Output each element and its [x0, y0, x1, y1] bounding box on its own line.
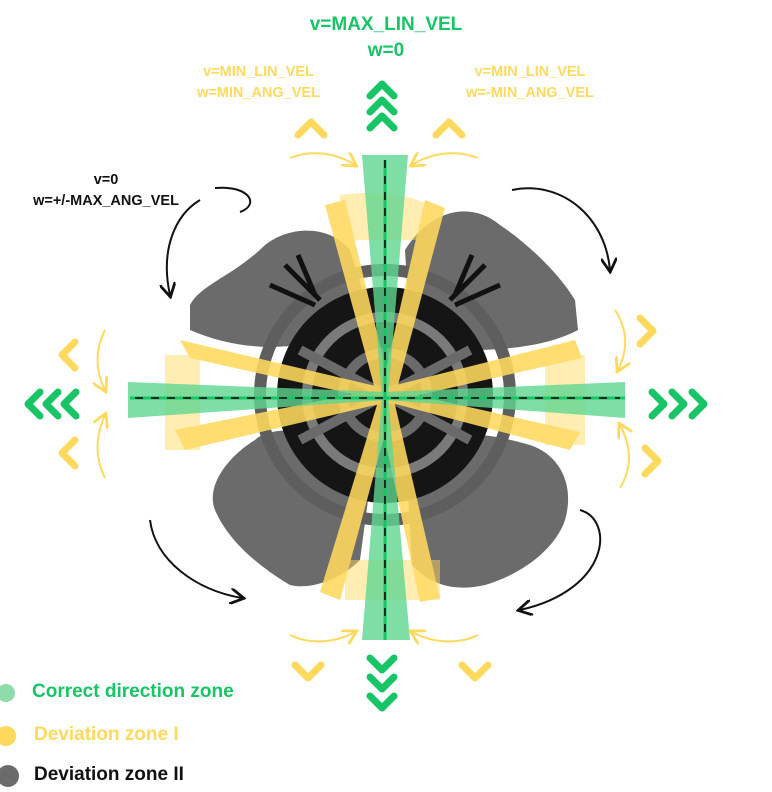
- yellow-chevrons: [58, 118, 662, 682]
- rotation-label: v=0 w=+/-MAX_ANG_VEL: [6, 172, 206, 209]
- legend-correct-direction: Correct direction zone: [32, 681, 234, 702]
- left-diagonal-label: v=MIN_LIN_VEL w=MIN_ANG_VEL: [176, 64, 341, 101]
- legend-swatches: [0, 684, 19, 787]
- top-label: v=MAX_LIN_VEL w=0: [296, 14, 476, 62]
- legend-deviation-i: Deviation zone I: [34, 724, 179, 745]
- legend-swatch-yellow: [0, 726, 16, 746]
- left-w-label: w=MIN_ANG_VEL: [197, 84, 320, 101]
- chevrons-up-icon: [366, 80, 398, 132]
- yellow-zone-left-upper: [180, 340, 388, 402]
- chevron-right-lower-icon: [641, 444, 662, 478]
- chevrons-right-icon: [648, 388, 708, 420]
- correct-direction-zone: [128, 155, 625, 640]
- left-v-label: v=MIN_LIN_VEL: [203, 64, 314, 80]
- legend-swatch-gray: [0, 765, 19, 787]
- chevron-upright-icon: [432, 118, 466, 139]
- green-zone-right: [385, 382, 625, 418]
- rotation-arrow-top-right: [511, 187, 610, 270]
- chevron-left-upper-icon: [58, 338, 79, 372]
- yellow-curved-arrows: [98, 153, 630, 641]
- chevron-left-lower-icon: [58, 436, 79, 470]
- rotation-arrow-bottom-right: [520, 509, 601, 610]
- legend-swatch-green: [0, 684, 15, 702]
- yellow-zone-top-left: [325, 200, 392, 400]
- chevron-upleft-icon: [294, 118, 328, 139]
- rotation-arrow-top-left: [167, 186, 252, 295]
- rot-v-label: v=0: [93, 172, 119, 188]
- right-v-label: v=MIN_LIN_VEL: [474, 64, 586, 80]
- right-w-label: w=-MIN_ANG_VEL: [466, 84, 594, 101]
- top-w-label: w=0: [367, 39, 405, 61]
- chevron-downleft-icon: [291, 661, 325, 682]
- rot-w-label: w=+/-MAX_ANG_VEL: [33, 192, 179, 209]
- rotation-arrows: [149, 186, 610, 610]
- chevron-downright-icon: [458, 661, 492, 682]
- green-chevrons: [24, 80, 708, 712]
- green-zone-left: [128, 382, 385, 418]
- chevrons-left-icon: [24, 388, 80, 420]
- yellow-zone-bottom-left: [320, 395, 394, 600]
- chevron-right-upper-icon: [636, 314, 657, 348]
- yellow-zone-top-right: [380, 200, 445, 400]
- top-v-label: v=MAX_LIN_VEL: [309, 14, 463, 35]
- rotation-arrow-bottom-left: [149, 519, 242, 598]
- legend-deviation-ii: Deviation zone II: [34, 764, 184, 785]
- yellow-zone-right-upper: [384, 340, 582, 402]
- right-diagonal-label: v=MIN_LIN_VEL w=-MIN_ANG_VEL: [445, 64, 615, 101]
- chevrons-down-icon: [366, 654, 398, 712]
